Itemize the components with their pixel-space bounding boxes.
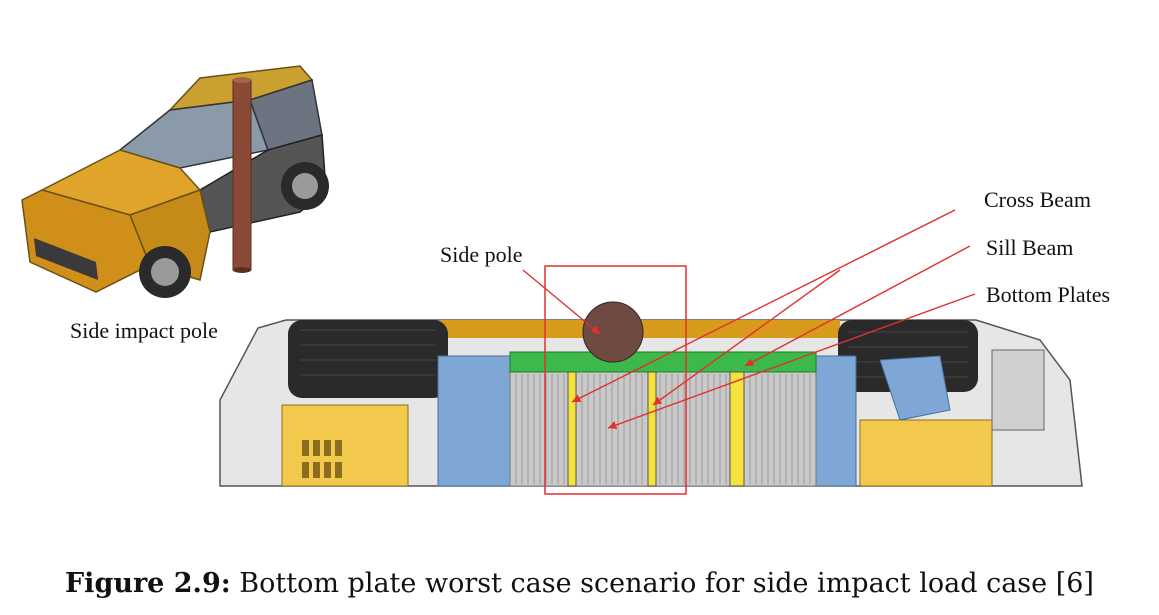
- cross-beam-2: [647, 371, 657, 487]
- arrow-cross-beam-b: [652, 269, 841, 406]
- label-sill-beam: Sill Beam: [986, 235, 1074, 260]
- annotations: [522, 209, 976, 495]
- left-tire: [288, 320, 448, 398]
- left-blue-panel: [437, 355, 511, 487]
- right-blue-panel: [815, 355, 857, 487]
- sill-beam-part: [509, 351, 817, 373]
- arrow-cross-beam-a: [571, 209, 956, 403]
- right-yellow-component: [859, 419, 993, 487]
- label-side-pole: Side pole: [440, 242, 523, 267]
- figure-number: Figure 2.9:: [65, 568, 231, 599]
- arrow-side-pole: [522, 269, 601, 335]
- impact-pole: [232, 79, 252, 271]
- car-illustration: [21, 65, 329, 298]
- cross-beam-3: [729, 371, 745, 487]
- label-cross-beam: Cross Beam: [984, 187, 1091, 212]
- impact-zone-box: [544, 265, 687, 495]
- label-bottom-plates: Bottom Plates: [986, 282, 1111, 307]
- arrow-sill-beam: [744, 245, 971, 367]
- arrow-bottom-plates: [607, 293, 976, 430]
- side-pole-section: [582, 301, 644, 363]
- figure-caption: Figure 2.9: Bottom plate worst case scen…: [0, 568, 1159, 599]
- left-yellow-component: [281, 404, 409, 487]
- underbody-view: [219, 319, 1083, 487]
- battery-pack: [509, 371, 817, 487]
- cross-beam-1: [567, 371, 577, 487]
- label-side-impact-pole: Side impact pole: [70, 318, 218, 343]
- figure-caption-text: Bottom plate worst case scenario for sid…: [239, 568, 1094, 599]
